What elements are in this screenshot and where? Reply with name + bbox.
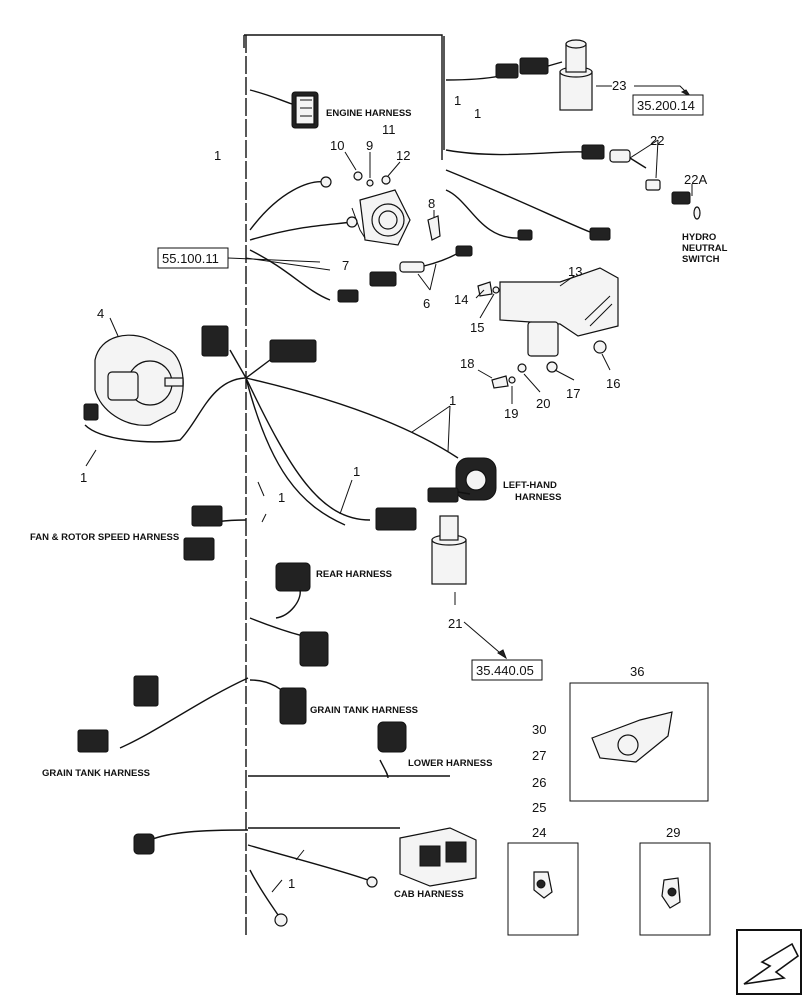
callout-27: 27 — [532, 748, 546, 763]
callout-1: 1 — [454, 93, 461, 108]
callout-1: 1 — [80, 470, 87, 485]
callout-15: 15 — [470, 320, 484, 335]
label-left-hand: LEFT-HAND — [503, 480, 557, 491]
label-fan-rotor: FAN & ROTOR SPEED HARNESS — [30, 532, 179, 543]
callout-8: 8 — [428, 196, 435, 211]
callout-22a: 22A — [684, 172, 707, 187]
callout-12: 12 — [396, 148, 410, 163]
junction-connectors — [201, 325, 459, 526]
label-hydro: HYDRO — [682, 232, 716, 243]
main-harness-trunk — [243, 34, 450, 938]
rear-harness — [249, 562, 329, 667]
callout-11: 11 — [382, 122, 396, 137]
callout-19: 19 — [504, 406, 518, 421]
label-left-hand-harness: HARNESS — [515, 492, 561, 503]
motor-4 — [83, 317, 246, 467]
callout-25: 25 — [532, 800, 546, 815]
hydro-neutral-switch — [445, 139, 701, 241]
callout-18: 18 — [460, 356, 474, 371]
callout-9: 9 — [366, 138, 373, 153]
callout-7: 7 — [342, 258, 349, 273]
fan-rotor-harness — [183, 481, 267, 561]
ref-35-440-05[interactable]: 35.440.05 — [476, 663, 534, 678]
solenoid-21 — [339, 479, 507, 660]
callout-20: 20 — [536, 396, 550, 411]
sensor-7-assembly — [249, 151, 441, 246]
callout-1: 1 — [353, 464, 360, 479]
connectors-6 — [245, 245, 473, 303]
label-rear-harness: REAR HARNESS — [316, 569, 392, 580]
callout-22: 22 — [650, 133, 664, 148]
callout-1: 1 — [288, 876, 295, 891]
cab-harness — [133, 827, 477, 927]
callout-4: 4 — [97, 306, 104, 321]
inset-clip-29 — [639, 842, 711, 936]
label-grain-tank-left: GRAIN TANK HARNESS — [42, 768, 150, 779]
bracket-13-assembly — [475, 267, 619, 404]
callout-29: 29 — [666, 825, 680, 840]
inset-bracket-36 — [569, 682, 709, 802]
label-lower-harness: LOWER HARNESS — [408, 758, 492, 769]
arrow-left-icon[interactable] — [736, 929, 802, 995]
callout-1: 1 — [278, 490, 285, 505]
callout-1: 1 — [474, 106, 481, 121]
solenoid-23 — [445, 39, 692, 111]
engine-harness — [249, 89, 319, 129]
callout-16: 16 — [606, 376, 620, 391]
callout-1: 1 — [449, 393, 456, 408]
callout-14: 14 — [454, 292, 468, 307]
ref-box-35-200-14[interactable] — [632, 94, 704, 116]
callout-24: 24 — [532, 825, 546, 840]
callout-10: 10 — [330, 138, 344, 153]
ref-box-35-440-05[interactable] — [471, 659, 543, 681]
inset-clip-24 — [507, 842, 579, 936]
callout-23: 23 — [612, 78, 626, 93]
callout-26: 26 — [532, 775, 546, 790]
label-engine-harness: ENGINE HARNESS — [326, 108, 412, 119]
grain-tank-harnesses — [77, 675, 407, 779]
callout-30: 30 — [532, 722, 546, 737]
label-cab-harness: CAB HARNESS — [394, 889, 464, 900]
callout-13: 13 — [568, 264, 582, 279]
label-grain-tank-right: GRAIN TANK HARNESS — [310, 705, 418, 716]
label-switch: SWITCH — [682, 254, 720, 265]
callout-6: 6 — [423, 296, 430, 311]
ref-55-100-11[interactable]: 55.100.11 — [162, 251, 219, 266]
label-neutral: NEUTRAL — [682, 243, 728, 254]
ref-leader-55-100-11 — [227, 257, 321, 263]
callout-21: 21 — [448, 616, 462, 631]
left-hand-harness — [411, 405, 497, 501]
callout-36: 36 — [630, 664, 644, 679]
callout-17: 17 — [566, 386, 580, 401]
callout-1: 1 — [214, 148, 221, 163]
ref-35-200-14[interactable]: 35.200.14 — [637, 98, 695, 113]
